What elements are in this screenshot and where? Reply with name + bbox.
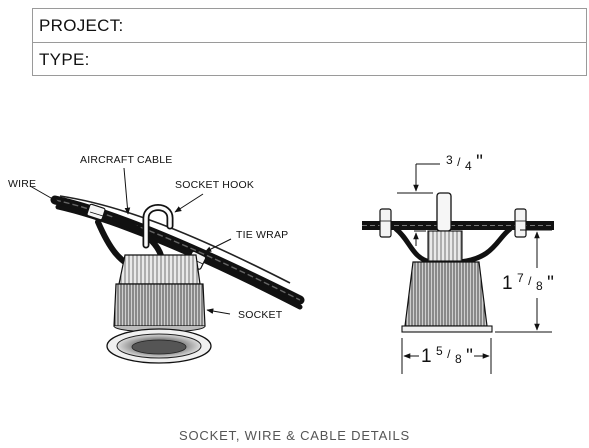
title-block: PROJECT: TYPE:: [32, 8, 587, 76]
dim-width-value: 1 5 / 8 ": [421, 342, 473, 367]
socket-hook-label: SOCKET HOOK: [175, 179, 254, 191]
aircraft-cable-label: AIRCRAFT CABLE: [80, 154, 172, 166]
socket-hook: [142, 204, 174, 249]
elevation-tie-wrap-right: [514, 208, 527, 238]
project-label: PROJECT:: [39, 16, 124, 35]
type-label: TYPE:: [39, 50, 90, 69]
socket-leader: [206, 308, 231, 315]
elevation-lead-right: [457, 226, 513, 265]
tie-wrap-label: TIE WRAP: [236, 229, 288, 241]
socket-body: [106, 254, 212, 364]
tie-wrap-leader: [204, 238, 232, 253]
wire-cable: [50, 195, 305, 310]
aircraft-cable-leader: [123, 167, 131, 215]
elevation-view: 3 / 4 " 1 7 / 8 " 1 5 /: [362, 151, 554, 374]
socket-hook-leader: [174, 193, 204, 213]
dim-height: [495, 229, 552, 333]
dim-top-gap: [397, 163, 440, 246]
perspective-view: WIRE AIRCRAFT CABLE SOCKET HOOK TIE WRAP…: [8, 154, 305, 364]
dim-top-gap-value: 3 / 4 ": [446, 151, 483, 174]
dim-height-value: 1 7 / 8 ": [502, 269, 554, 294]
project-row: PROJECT:: [33, 9, 586, 43]
wire-label: WIRE: [8, 178, 36, 190]
type-row: TYPE:: [33, 43, 586, 77]
socket-label: SOCKET: [238, 309, 283, 321]
elevation-tie-wrap-left: [379, 208, 392, 238]
dim-width: [401, 338, 492, 374]
aircraft-cable: [59, 195, 291, 284]
wire-leader: [29, 185, 59, 203]
elevation-lead-left: [393, 226, 433, 265]
elevation-hook: [436, 192, 452, 232]
elevation-socket: [401, 230, 493, 333]
tie-wrap-left: [86, 203, 106, 221]
drawing-caption: SOCKET, WIRE & CABLE DETAILS: [179, 428, 410, 443]
